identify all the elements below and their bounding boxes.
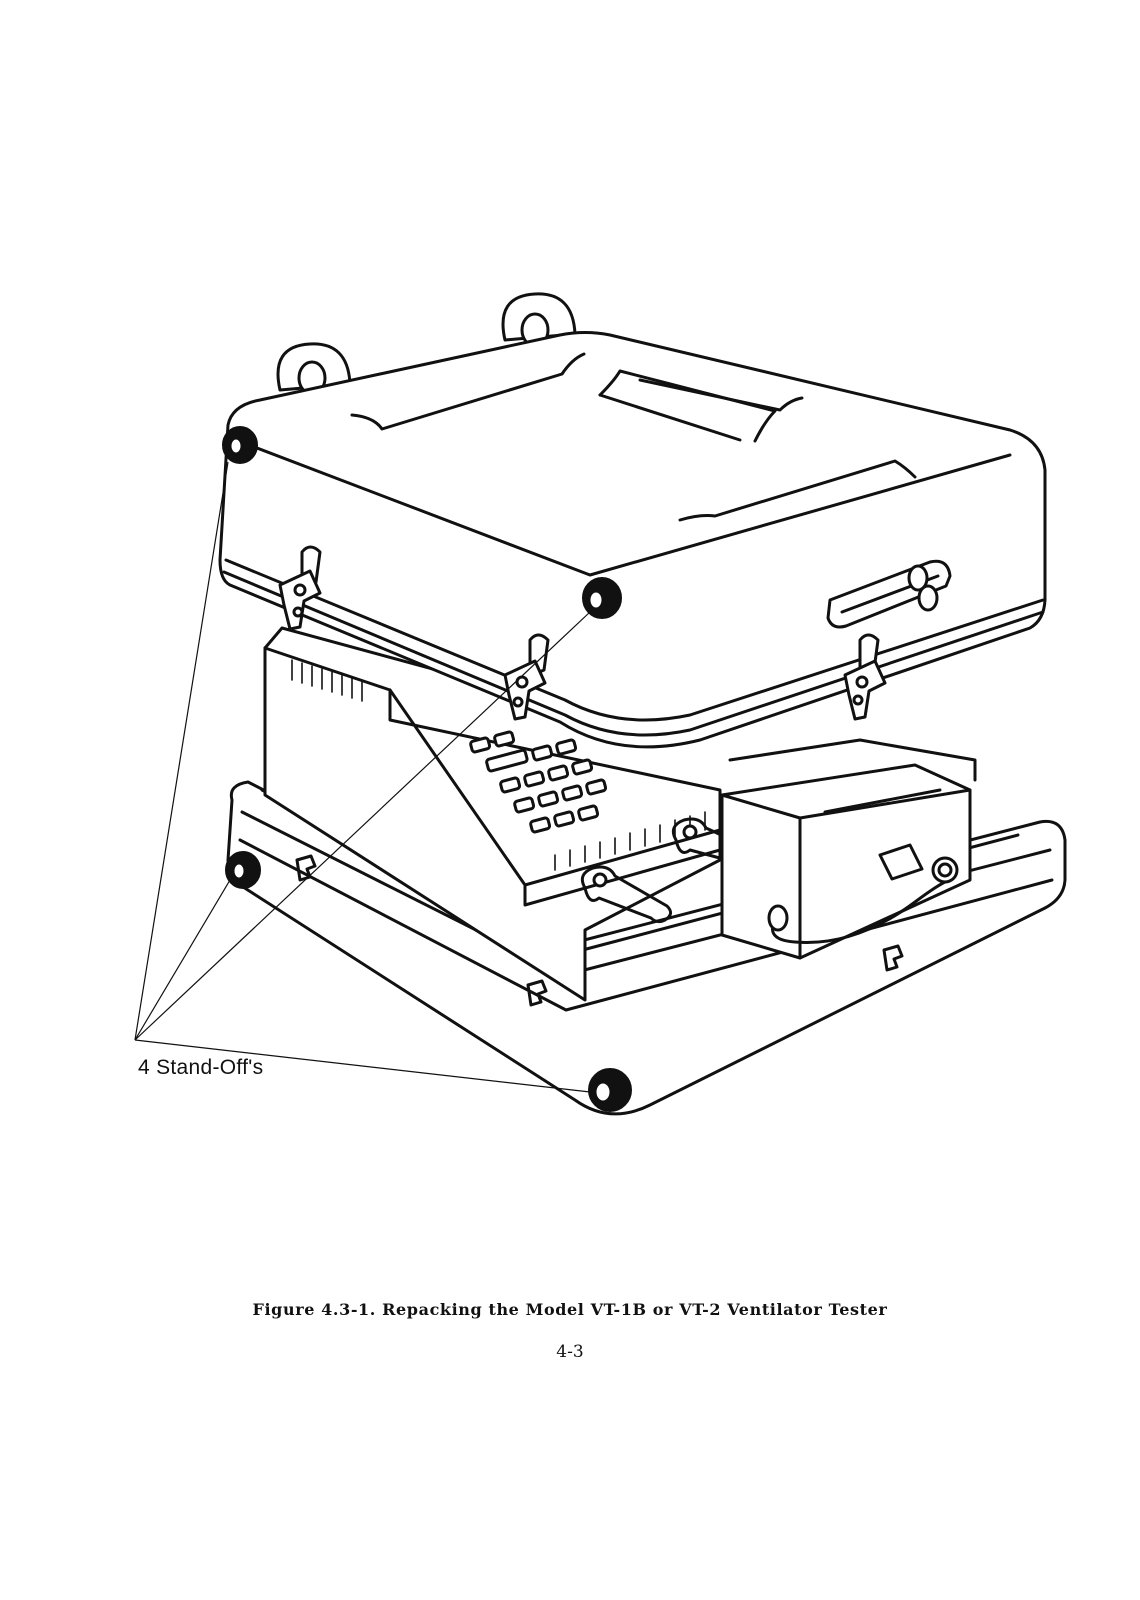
standoffs-callout-label: 4 Stand-Off's	[138, 1056, 264, 1079]
page-number: 4-3	[556, 1342, 584, 1362]
tray-latch-right	[884, 946, 902, 970]
figure-caption: Figure 4.3-1. Repacking the Model VT-1B …	[252, 1300, 888, 1319]
vent-slots-left	[292, 660, 362, 701]
lid-latch-center	[505, 635, 548, 719]
keypad	[470, 731, 606, 832]
case-lid	[220, 294, 1045, 747]
crank-left	[582, 867, 670, 922]
tray-latch-center	[528, 981, 546, 1005]
lid-latch-left	[280, 547, 320, 629]
tray-latch-left	[297, 856, 315, 880]
ventilator-tester-unit	[265, 628, 975, 1000]
power-cord	[773, 882, 946, 943]
lid-front-handle	[828, 561, 950, 627]
lid-latch-right	[845, 635, 885, 719]
callout-leader-lines	[135, 462, 590, 1092]
hose-connector	[880, 845, 922, 879]
